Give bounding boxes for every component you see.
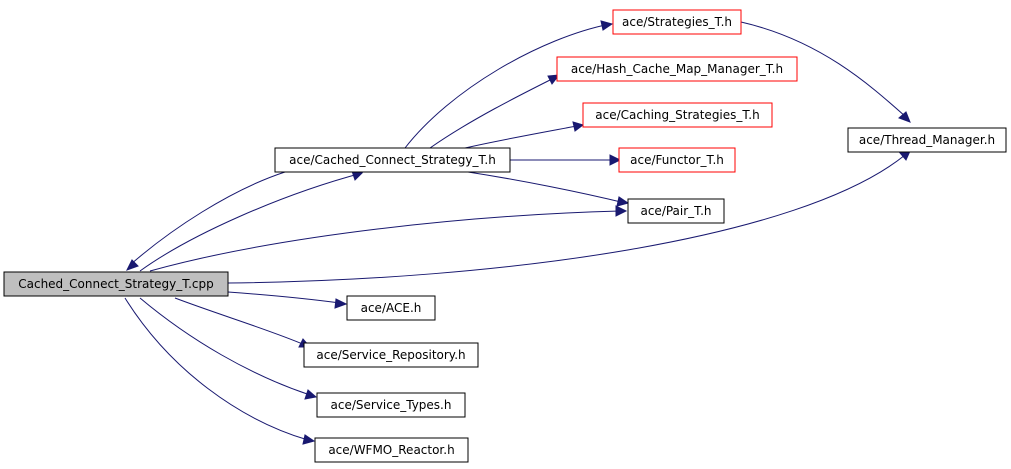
node-thread-manager-box	[847, 127, 1007, 153]
node-functor-box	[618, 147, 736, 173]
edge-cached-connect-h-to-pair	[467, 171, 630, 207]
node-caching-strategies-t-h[interactable]: ace/Caching_Strategies_T.h	[582, 102, 773, 128]
node-strategies-label: ace/Strategies_T.h	[622, 15, 732, 29]
node-cached-connect-strategy-h[interactable]: ace/Cached_Connect_Strategy_T.h	[274, 147, 511, 173]
node-service-types-h[interactable]: ace/Service_Types.h	[316, 392, 466, 418]
node-caching-box	[582, 102, 773, 128]
node-service-repository-h[interactable]: ace/Service_Repository.h	[303, 342, 479, 368]
node-pair-box	[627, 198, 725, 224]
node-root-box	[3, 271, 229, 297]
node-service-types-box	[316, 392, 466, 418]
node-pair-label: ace/Pair_T.h	[640, 204, 711, 218]
node-ace-h[interactable]: ace/ACE.h	[346, 295, 436, 321]
node-service-repository-box	[303, 342, 479, 368]
node-cached-connect-box	[274, 147, 511, 173]
node-service-types-label: ace/Service_Types.h	[331, 398, 452, 412]
edge-cpp-to-ace	[227, 291, 348, 309]
edge-cached-connect-h-to-functor	[510, 154, 622, 166]
node-caching-label: ace/Caching_Strategies_T.h	[595, 108, 759, 122]
edge-strategies-to-thread-manager	[740, 21, 911, 123]
node-hash-cache-label: ace/Hash_Cache_Map_Manager_T.h	[571, 62, 783, 76]
node-thread-manager-label: ace/Thread_Manager.h	[859, 133, 995, 147]
edge-cpp-to-service-types	[139, 297, 318, 400]
node-wfmo-reactor-h[interactable]: ace/WFMO_Reactor.h	[314, 437, 469, 463]
node-pair-t-h[interactable]: ace/Pair_T.h	[627, 198, 725, 224]
node-thread-manager-h[interactable]: ace/Thread_Manager.h	[847, 127, 1007, 153]
edge-cpp-to-wfmo-reactor	[124, 297, 316, 445]
edge-cached-connect-h-to-strategies	[404, 20, 614, 149]
edge-cpp-to-pair	[149, 205, 628, 272]
node-root-file[interactable]: Cached_Connect_Strategy_T.cpp	[3, 271, 229, 297]
node-ace-label: ace/ACE.h	[361, 301, 422, 315]
edge-cached-connect-h-to-cpp	[125, 171, 286, 271]
node-wfmo-reactor-box	[314, 437, 469, 463]
node-ace-box	[346, 295, 436, 321]
node-functor-t-h[interactable]: ace/Functor_T.h	[618, 147, 736, 173]
node-hash-cache-box	[556, 56, 798, 82]
node-hash-cache-map-manager-t-h[interactable]: ace/Hash_Cache_Map_Manager_T.h	[556, 56, 798, 82]
node-cached-connect-label: ace/Cached_Connect_Strategy_T.h	[289, 153, 496, 167]
node-strategies-t-h[interactable]: ace/Strategies_T.h	[612, 9, 742, 35]
node-wfmo-reactor-label: ace/WFMO_Reactor.h	[328, 443, 454, 457]
edge-cached-connect-h-to-caching	[464, 121, 585, 149]
node-strategies-box	[612, 9, 742, 35]
node-root-label: Cached_Connect_Strategy_T.cpp	[18, 277, 214, 291]
edge-cpp-to-service-repository	[174, 297, 312, 348]
node-functor-label: ace/Functor_T.h	[630, 153, 724, 167]
node-service-repository-label: ace/Service_Repository.h	[316, 348, 465, 362]
edge-cached-connect-h-to-hash-cache	[429, 74, 561, 149]
